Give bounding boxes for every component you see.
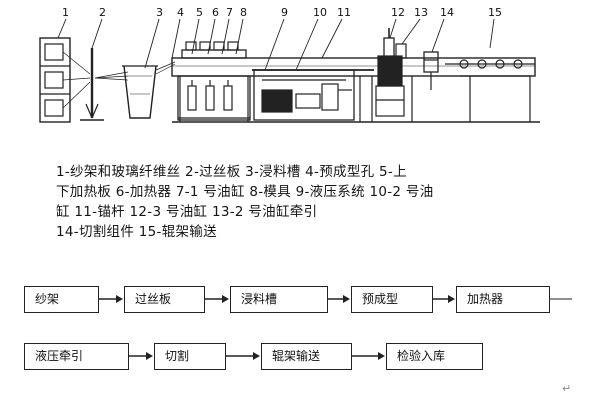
leader-lines — [57, 18, 495, 71]
creel-rack — [39, 37, 71, 123]
flow-step-heater: 加热器 — [456, 286, 550, 313]
label-3: 3 — [156, 6, 163, 19]
cutting-unit — [423, 51, 439, 90]
flow-step-roller-conveyor: 辊架输送 — [261, 343, 352, 370]
legend-line: 1-纱架和玻璃纤维丝 2-过丝板 3-浸料槽 4-预成型孔 5-上 — [56, 164, 407, 180]
component-legend: 1-纱架和玻璃纤维丝 2-过丝板 3-浸料槽 4-预成型孔 5-上 下加热板 6… — [56, 162, 576, 242]
label-5: 5 — [196, 6, 203, 19]
heater-assembly — [181, 41, 247, 111]
label-14: 14 — [440, 6, 454, 19]
puller-unit — [375, 28, 407, 117]
label-9: 9 — [281, 6, 288, 19]
label-1: 1 — [62, 6, 69, 19]
flow-step-resin-bath: 浸料槽 — [230, 286, 328, 313]
resin-bath — [122, 65, 158, 119]
guide-plate — [80, 48, 104, 121]
flow-step-guide-plate: 过丝板 — [124, 286, 205, 313]
legend-line: 14-切割组件 15-辊架输送 — [56, 224, 217, 240]
flow-step-hydraulic-pull: 液压牵引 — [24, 343, 129, 370]
label-13: 13 — [414, 6, 428, 19]
label-7: 7 — [226, 6, 233, 19]
legend-line: 下加热板 6-加热器 7-1 号油缸 8-模具 9-液压系统 10-2 号油 — [56, 184, 434, 200]
legend-line: 缸 11-锚杆 12-3 号油缸 13-2 号油缸牵引 — [56, 204, 318, 220]
label-10: 10 — [313, 6, 327, 19]
label-15: 15 — [488, 6, 502, 19]
flow-step-preform: 预成型 — [351, 286, 433, 313]
label-2: 2 — [99, 6, 106, 19]
hydraulic-system — [253, 69, 355, 121]
label-4: 4 — [177, 6, 184, 19]
paragraph-mark: ↵ — [562, 382, 572, 395]
roller-conveyor — [445, 59, 535, 77]
flow-step-inspection: 检验入库 — [386, 343, 483, 370]
label-6: 6 — [212, 6, 219, 19]
label-12: 12 — [391, 6, 405, 19]
flow-step-creel: 纱架 — [24, 286, 99, 313]
flow-arrows — [99, 295, 572, 360]
number-labels: 1 2 3 4 5 6 7 8 9 10 11 12 13 14 15 — [62, 6, 502, 19]
label-8: 8 — [240, 6, 247, 19]
flow-step-cutting: 切割 — [154, 343, 226, 370]
fiber-strands — [62, 51, 129, 109]
label-11: 11 — [337, 6, 351, 19]
